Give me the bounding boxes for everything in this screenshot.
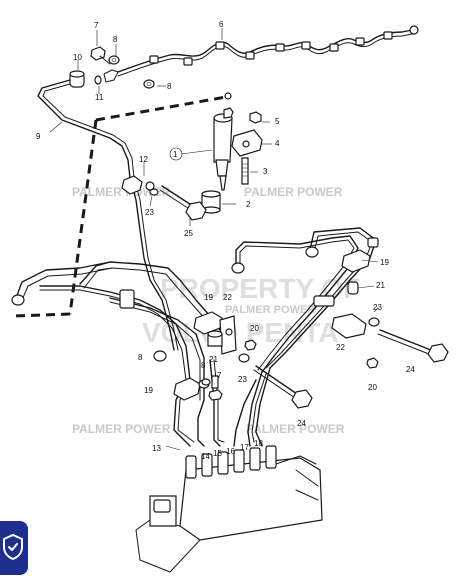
callout-23-mid: 23 [238, 375, 247, 384]
leader-lines [49, 28, 379, 451]
dashed-boundary [13, 95, 227, 318]
bolt-24-right [377, 329, 449, 363]
clamp-set-19-21-22 [153, 311, 237, 389]
callout-20-mid: 20 [250, 324, 259, 333]
callout-10: 10 [73, 53, 82, 62]
callout-18: 18 [254, 439, 263, 448]
callout-23-top: 23 [145, 208, 154, 217]
clamp-12 [121, 175, 155, 195]
callout-9: 9 [36, 132, 41, 141]
callout-19-mid: 19 [204, 293, 213, 302]
callout-7-top: 7 [94, 21, 99, 30]
injection-pump [135, 445, 323, 573]
callout-20-right: 20 [368, 383, 377, 392]
washer-8-mid [143, 79, 155, 89]
watermark-brand-bottom-left: PALMER POWER [72, 422, 171, 436]
callout-14: 14 [201, 452, 210, 461]
right-pipe-bundle [231, 227, 379, 373]
callout-4: 4 [275, 139, 280, 148]
shield-check-icon [3, 533, 23, 561]
callout-19-left: 19 [144, 386, 153, 395]
callout-8-top: 8 [113, 35, 118, 44]
bolt-7-lower [208, 389, 223, 401]
callout-2: 2 [246, 200, 251, 209]
watermark-brand-bottom-right: PALMER POWER [246, 422, 345, 436]
callout-8-left: 8 [138, 353, 143, 362]
leak-off-pipe [117, 25, 419, 77]
clamp-4 [231, 129, 263, 157]
callout-17: 17 [240, 443, 249, 452]
washer-23-top [149, 188, 159, 196]
watermark-brand-mid: PALMER POWER [225, 304, 315, 316]
injector-1 [213, 92, 234, 191]
callout-24-right: 24 [406, 365, 415, 374]
callout-7-lower: 7 [217, 371, 222, 380]
washer-8-top [108, 55, 120, 65]
callout-3: 3 [263, 167, 268, 176]
return-pipe-9 [37, 79, 179, 351]
callout-11: 11 [95, 93, 104, 102]
sleeve-2 [201, 190, 221, 214]
callout-16: 16 [226, 447, 235, 456]
callout-6: 6 [219, 20, 224, 29]
bolt-24-lower [253, 365, 313, 409]
stud-3 [241, 157, 249, 185]
watermark-brand-top-left: PALMER POWER [72, 185, 171, 199]
nut-5 [249, 111, 262, 124]
watermark-brand-top-right: PALMER POWER [244, 185, 343, 199]
callout-22-right: 22 [336, 343, 345, 352]
nut-10 [69, 70, 85, 88]
callout-19-right: 19 [380, 258, 389, 267]
callout-22-mid: 22 [223, 293, 232, 302]
callout-8-lower: 8 [201, 361, 206, 370]
callout-24-lower: 24 [297, 419, 306, 428]
bolt-25 [159, 185, 207, 221]
callout-12: 12 [139, 155, 148, 164]
callout-15: 15 [213, 449, 222, 458]
part-11 [94, 69, 119, 85]
callout-1-circle [169, 147, 183, 161]
callout-13: 13 [152, 444, 161, 453]
security-badge[interactable] [0, 521, 28, 575]
left-pipe-bundle [11, 261, 221, 401]
pump-delivery-valves [185, 445, 277, 479]
callout-21-mid: 21 [209, 355, 218, 364]
banjo-fittings [149, 25, 419, 66]
bolt-20-washer-23-left [238, 339, 257, 363]
washer-8-lower [201, 378, 211, 386]
callout-5: 5 [275, 117, 280, 126]
callout-25: 25 [184, 229, 193, 238]
callout-1: 1 [173, 150, 178, 159]
banjo-bolt-7 [90, 46, 111, 65]
callout-labels: 7 8 6 10 11 8 9 1 5 4 3 2 12 23 25 19 21… [36, 20, 415, 461]
callout-23-right: 23 [373, 303, 382, 312]
callout-21-right: 21 [376, 281, 385, 290]
callout-8-mid: 8 [167, 82, 172, 91]
clamp-set-right [331, 281, 380, 369]
